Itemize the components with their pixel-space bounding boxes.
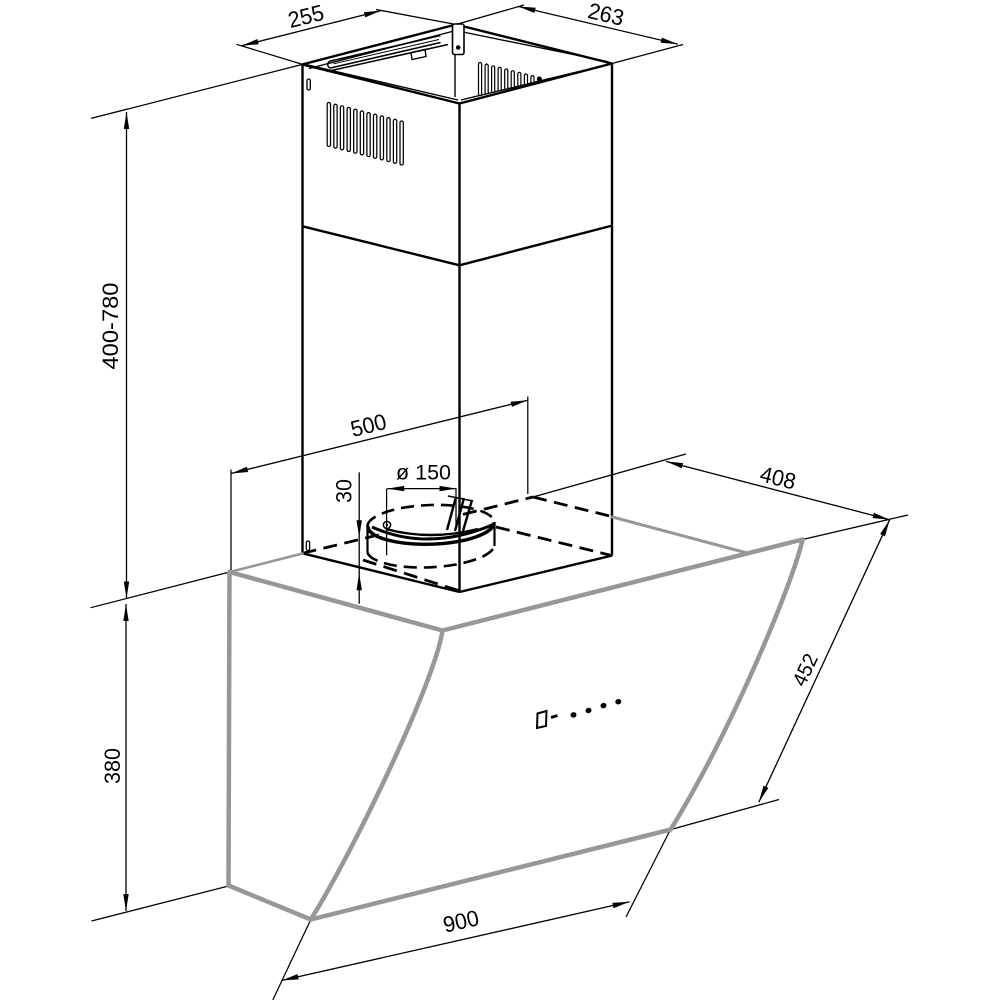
svg-text:ø 150: ø 150	[396, 462, 451, 485]
svg-text:380: 380	[100, 748, 125, 784]
svg-text:400-780: 400-780	[98, 283, 123, 370]
svg-text:30: 30	[332, 479, 357, 503]
